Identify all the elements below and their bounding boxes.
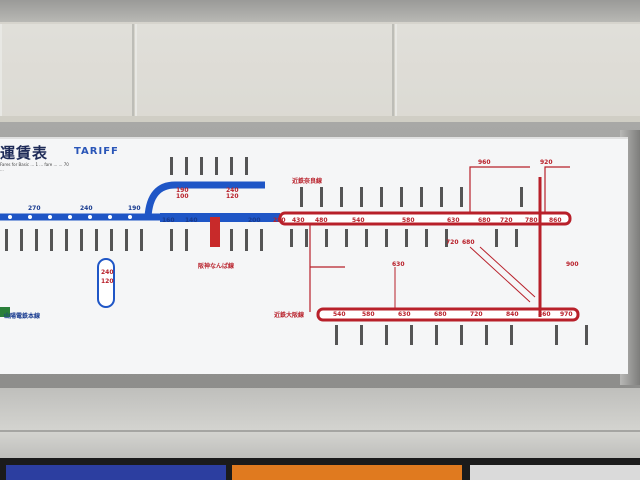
fare-blue-5: 160 xyxy=(162,217,175,224)
green-marker xyxy=(0,307,10,317)
fare-branch-5: 920 xyxy=(540,159,553,166)
red-line-main xyxy=(278,211,572,226)
ceiling-panel xyxy=(0,24,134,116)
red-line-lower xyxy=(316,307,580,322)
fare-red-1: 280 xyxy=(273,217,286,224)
fare-upper-2: 240 xyxy=(226,187,239,194)
station-name-columns xyxy=(5,157,588,345)
fare-branch-3: 680 xyxy=(462,239,475,246)
red-branch-diag xyxy=(479,246,536,298)
board-title: 運賃表 xyxy=(0,144,49,162)
fare-blue-4: 140 xyxy=(185,217,198,224)
fare-capsule-1: 240 xyxy=(101,269,114,276)
ceiling-frame xyxy=(0,0,640,22)
fare-branch-2: 720 xyxy=(446,239,459,246)
fare-branch-1: 630 xyxy=(392,261,405,268)
fare-lower-3: 630 xyxy=(398,311,411,318)
fare-lower-7: 860 xyxy=(538,311,551,318)
route-map xyxy=(0,157,588,345)
board-title-en: TARIFF xyxy=(74,146,119,157)
ceiling-panel xyxy=(395,24,640,116)
fare-upper-child-2: 120 xyxy=(226,193,239,200)
fare-red-6: 630 xyxy=(447,217,460,224)
fare-red-5: 580 xyxy=(402,217,415,224)
bottom-sign-blue xyxy=(6,465,226,480)
fare-lower-8: 970 xyxy=(560,311,573,318)
fare-branch-6: 960 xyxy=(478,159,491,166)
red-branch-top xyxy=(469,166,530,213)
ceiling xyxy=(0,0,640,128)
fare-upper-child-1: 100 xyxy=(176,193,189,200)
fare-lower-1: 540 xyxy=(333,311,346,318)
fare-blue-1: 270 xyxy=(28,205,41,212)
fare-red-8: 720 xyxy=(500,217,513,224)
label-kintetsu-nara: 近鉄奈良線 xyxy=(292,178,323,185)
red-branch-top-right xyxy=(544,166,570,213)
bottom-sign-orange xyxy=(232,465,462,480)
fare-board xyxy=(0,137,628,374)
fare-blue-3: 190 xyxy=(128,205,141,212)
fare-blue-6: 200 xyxy=(248,217,261,224)
fare-branch-4: 900 xyxy=(566,261,579,268)
fare-red-2: 430 xyxy=(292,217,305,224)
fare-lower-5: 720 xyxy=(470,311,483,318)
fare-red-10: 860 xyxy=(549,217,562,224)
label-kintetsu-osaka: 近鉄大阪線 xyxy=(274,312,305,319)
red-branch-diag xyxy=(469,246,531,303)
fare-red-9: 780 xyxy=(525,217,538,224)
ceiling-panel xyxy=(135,24,394,116)
fare-upper-1: 190 xyxy=(176,187,189,194)
fare-lower-2: 580 xyxy=(362,311,375,318)
board-subtitle: Fares for Basic ... 1 ... fare ... ... 7… xyxy=(0,162,69,172)
fare-red-7: 680 xyxy=(478,217,491,224)
bottom-sign-grey xyxy=(470,465,640,480)
fare-lower-4: 680 xyxy=(434,311,447,318)
wall-seam xyxy=(0,430,640,432)
label-sanyo: 山陽電鉄本線 xyxy=(4,313,41,320)
blue-station-ticks xyxy=(7,214,133,220)
fare-red-3: 480 xyxy=(315,217,328,224)
fare-red-4: 540 xyxy=(352,217,365,224)
fare-lower-6: 840 xyxy=(506,311,519,318)
blue-branch-capsule xyxy=(97,258,115,308)
fare-capsule-2: 120 xyxy=(101,278,114,285)
station-highlight xyxy=(210,217,220,247)
fare-blue-2: 240 xyxy=(80,205,93,212)
blue-line-branch xyxy=(144,181,265,218)
label-nishi-osaka: 阪神なんば線 xyxy=(198,263,235,270)
wall xyxy=(0,388,640,460)
